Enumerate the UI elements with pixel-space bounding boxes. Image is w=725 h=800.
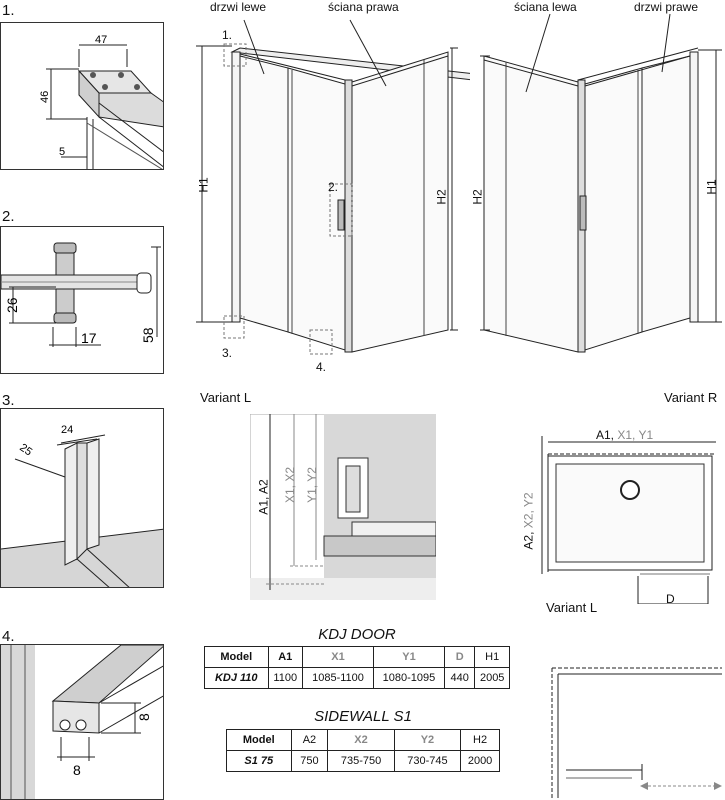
wall-cell-a2: 750 <box>290 750 329 772</box>
variant-l-label: Variant L <box>200 390 252 405</box>
plan-d-label: D <box>666 592 675 606</box>
wall-left-label: ściana lewa <box>514 0 577 14</box>
dim-58: 58 <box>140 327 156 343</box>
door-cell-a1: 1100 <box>267 667 304 689</box>
plan-top-a: A1, <box>596 428 615 442</box>
step-1-number: 1. <box>2 2 15 19</box>
callout-1: 1. <box>222 28 233 42</box>
variant-r-h2: H2 <box>470 189 485 205</box>
dim-5: 5 <box>59 146 65 158</box>
callout-3: 3. <box>222 346 233 360</box>
wall-th-h2: H2 <box>460 729 500 751</box>
plan-side-a: A2, <box>521 531 536 550</box>
wall-cell-y2: 730-745 <box>393 750 462 772</box>
wall-cell-h2: 2000 <box>460 750 500 772</box>
plan-top-xy: X1, Y1 <box>614 428 654 442</box>
door-th-d: D <box>443 646 476 668</box>
wall-right-label: ściana prawa <box>328 0 399 14</box>
door-cell-model: KDJ 110 <box>204 667 269 689</box>
wall-cell-x2: 735-750 <box>327 750 395 772</box>
door-th-x1: X1 <box>302 646 374 668</box>
dim-17: 17 <box>81 330 97 346</box>
section-y-label: Y1, Y2 <box>304 467 319 503</box>
detail-4-panel: 8 8 <box>0 644 164 800</box>
variant-r-h1: H1 <box>704 179 719 195</box>
detail-4-drawing: 8 8 <box>1 645 163 799</box>
detail-2-panel: 26 17 58 <box>0 226 164 374</box>
variant-r-label: Variant R <box>664 390 718 405</box>
wall-th-model: Model <box>226 729 292 751</box>
door-th-h1: H1 <box>474 646 510 668</box>
door-th-y1: Y1 <box>372 646 445 668</box>
door-right-label: drzwi prawe <box>634 0 699 14</box>
door-th-a1: A1 <box>267 646 304 668</box>
step-2-number: 2. <box>2 208 15 225</box>
dim-8-horizontal: 8 <box>73 762 81 778</box>
detail-3-drawing: 25 24 <box>1 424 163 587</box>
door-table: Model A1 X1 Y1 D H1 KDJ 110 1100 1085-11… <box>204 646 510 689</box>
wall-table-title: SIDEWALL S1 <box>314 708 412 725</box>
callout-2: 2. <box>328 180 339 194</box>
door-cell-d: 440 <box>443 667 476 689</box>
door-cell-y1: 1080-1095 <box>372 667 445 689</box>
dim-8-vertical: 8 <box>136 713 152 721</box>
dim-47: 47 <box>95 34 107 46</box>
variant-l-h2: H2 <box>434 189 449 205</box>
door-cell-x1: 1085-1100 <box>302 667 374 689</box>
detail-1-panel: 47 46 5 <box>0 22 164 170</box>
wall-th-y2: Y2 <box>393 729 462 751</box>
variant-r-elevation <box>480 13 722 353</box>
section-a-label: A1, A2 <box>256 479 271 515</box>
step-3-number: 3. <box>2 392 15 409</box>
variant-l-h1: H1 <box>196 177 211 193</box>
door-table-title: KDJ DOOR <box>318 626 396 643</box>
detail-2-drawing: 26 17 58 <box>1 242 161 347</box>
wall-cell-model: S1 75 <box>226 750 292 772</box>
dim-46: 46 <box>39 91 51 103</box>
door-cell-h1: 2005 <box>474 667 510 689</box>
dim-26: 26 <box>4 297 20 313</box>
section-x-label: X1, X2 <box>283 466 298 504</box>
door-th-model: Model <box>204 646 269 668</box>
detail-3-panel: 25 24 <box>0 408 164 588</box>
wall-table: Model A2 X2 Y2 H2 S1 75 750 735-750 730-… <box>226 729 500 772</box>
callout-4: 4. <box>316 360 327 374</box>
variant-l-elevation <box>196 19 470 355</box>
door-left-label: drzwi lewe <box>210 0 267 14</box>
plan-view <box>541 436 716 604</box>
dim-24: 24 <box>61 424 73 436</box>
plan-side-dim: A2, X2, Y2 <box>522 492 536 549</box>
plan-side-xy: X2, Y2 <box>521 492 536 532</box>
detail-1-drawing: 47 46 5 <box>21 34 163 169</box>
step-4-number: 4. <box>2 628 15 645</box>
wall-th-x2: X2 <box>327 729 395 751</box>
dim-25: 25 <box>17 442 34 459</box>
plan-variant-label: Variant L <box>546 600 598 615</box>
wall-th-a2: A2 <box>290 729 329 751</box>
plan-top-dim: A1, X1, Y1 <box>596 428 653 442</box>
section-detail <box>250 414 436 600</box>
small-plan-view <box>551 667 722 798</box>
